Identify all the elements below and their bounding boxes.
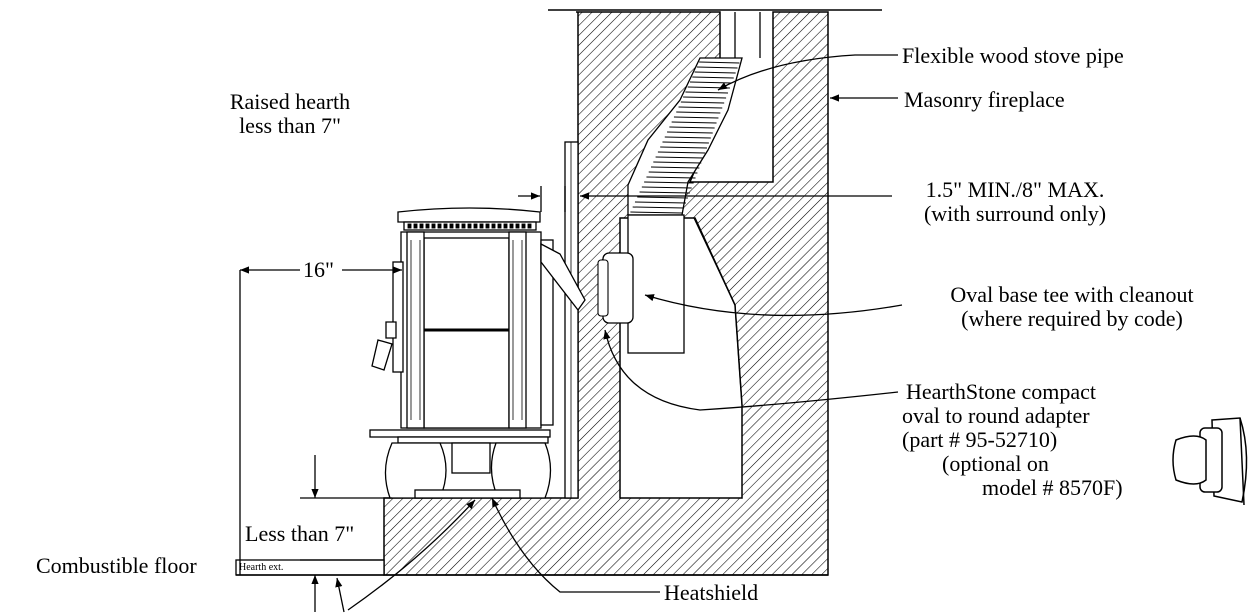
oval-tee-line-1: Oval base tee with cleanout — [902, 283, 1242, 307]
adapter-line-3: (part # 95-52710) — [902, 428, 1123, 452]
adapter-line-5: model # 8570F) — [902, 476, 1123, 500]
label-masonry-fireplace: Masonry fireplace — [904, 88, 1065, 112]
label-clearance: 1.5" MIN./8" MAX. (with surround only) — [890, 178, 1140, 226]
label-raised-hearth: Raised hearth less than 7" — [190, 90, 390, 138]
raised-hearth-line-1: Raised hearth — [190, 90, 390, 114]
label-oval-tee: Oval base tee with cleanout (where requi… — [902, 283, 1242, 331]
clearance-line-1: 1.5" MIN./8" MAX. — [890, 178, 1140, 202]
label-adapter: HearthStone compact oval to round adapte… — [902, 380, 1123, 500]
oval-tee-line-2: (where required by code) — [902, 307, 1242, 331]
label-hearth-ext: Hearth ext. — [239, 562, 283, 573]
label-combustible-floor: Combustible floor — [36, 554, 197, 578]
adapter-line-4: (optional on — [902, 452, 1123, 476]
label-flexible-pipe: Flexible wood stove pipe — [902, 44, 1124, 68]
surround-panel — [565, 142, 578, 498]
adapter-line-1: HearthStone compact — [902, 380, 1123, 404]
adapter-line-2: oval to round adapter — [902, 404, 1123, 428]
adapter-icon — [1173, 418, 1247, 505]
clearance-line-2: (with surround only) — [890, 202, 1140, 226]
wood-stove — [370, 208, 585, 498]
label-16-inch: 16" — [303, 258, 334, 282]
label-less-than-7: Less than 7" — [245, 522, 354, 546]
label-heatshield: Heatshield — [664, 581, 758, 605]
raised-hearth-line-2: less than 7" — [190, 114, 390, 138]
